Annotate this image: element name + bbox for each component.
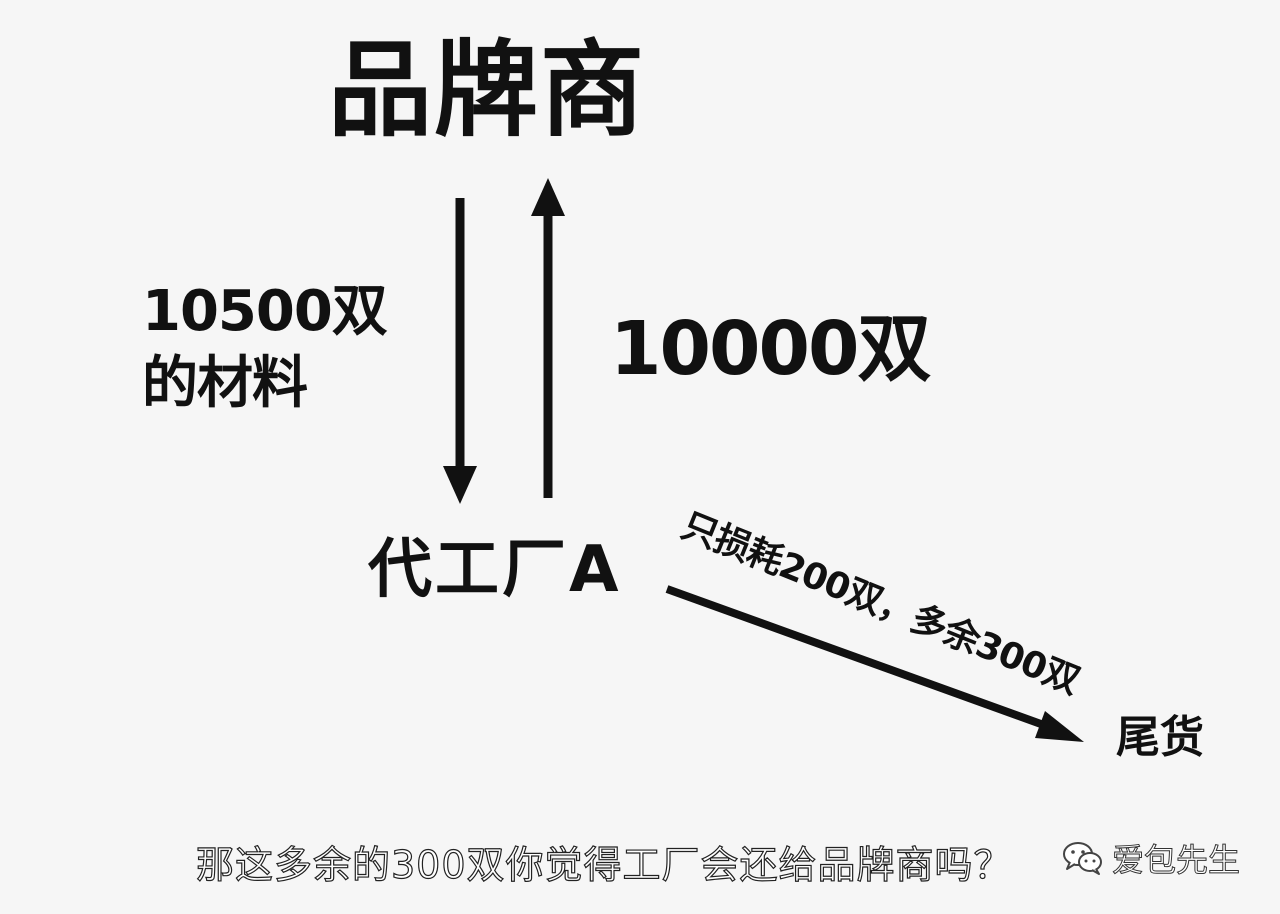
- subtitle-caption: 那这多余的300双你觉得工厂会还给品牌商吗？: [195, 843, 1013, 887]
- material-label: 10500双 的材料: [142, 276, 388, 419]
- material-quantity: 10500双: [142, 279, 388, 344]
- arrow-factory-to-brand: [531, 178, 565, 498]
- returned-quantity-label: 10000双: [610, 306, 931, 392]
- material-description: 的材料: [142, 350, 308, 416]
- arrow-factory-to-surplus: [665, 585, 1084, 742]
- wechat-icon: [1062, 840, 1104, 880]
- surplus-label: 尾货: [1116, 712, 1204, 763]
- watermark-text: 爱包先生: [1111, 841, 1241, 879]
- brand-title: 品牌商: [328, 29, 647, 151]
- factory-label: 代工厂A: [368, 533, 622, 607]
- arrow-brand-to-factory: [443, 198, 477, 504]
- watermark: 爱包先生: [1062, 838, 1241, 882]
